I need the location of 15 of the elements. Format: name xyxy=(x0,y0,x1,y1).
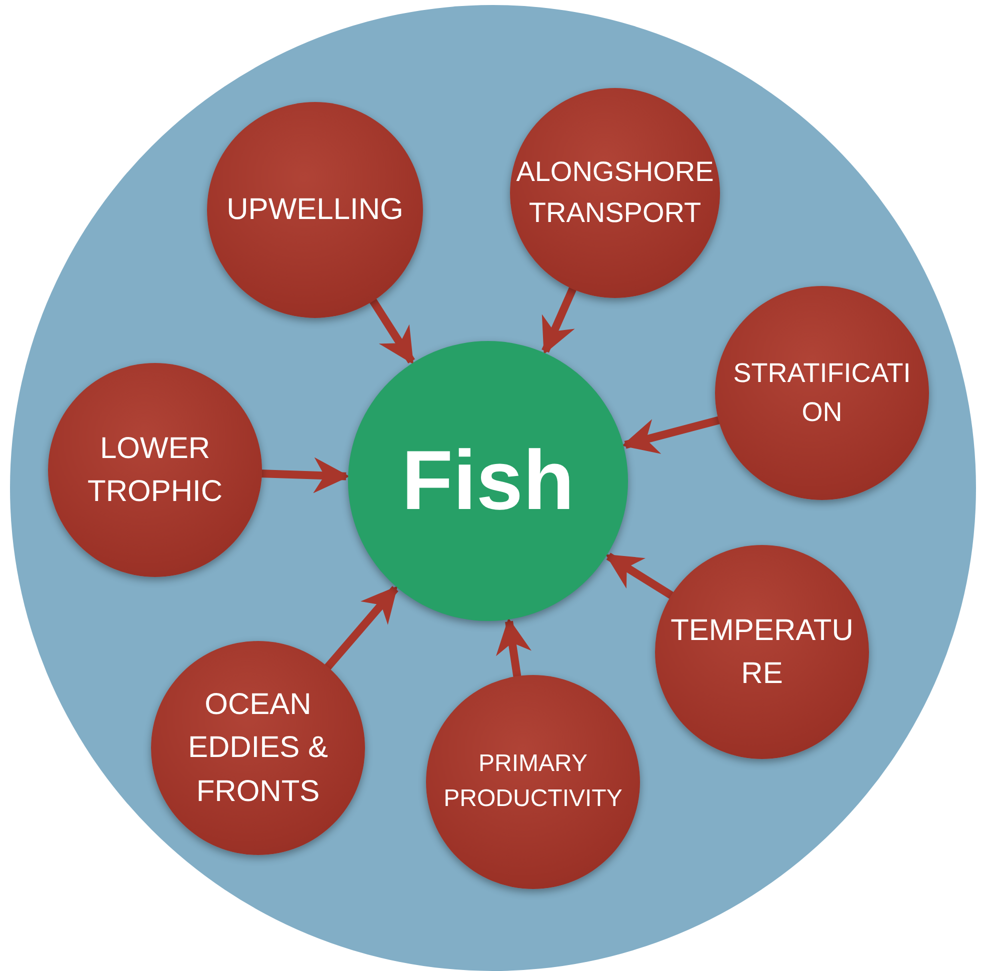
node-label: ALONGSHORE TRANSPORT xyxy=(515,155,715,230)
node-label: OCEAN EDDIES & FRONTS xyxy=(186,686,330,810)
node-label: TEMPERATU RE xyxy=(670,612,854,692)
arrow xyxy=(605,552,676,600)
arrow xyxy=(260,457,350,494)
arrow xyxy=(622,416,722,454)
arrow xyxy=(368,297,415,364)
node-label: LOWER TROPHIC xyxy=(86,430,224,510)
node-label: PRIMARY PRODUCTIVITY xyxy=(442,749,624,814)
node-label: Fish xyxy=(400,432,576,530)
node-label: STRATIFICATI ON xyxy=(732,356,912,429)
arrow xyxy=(542,286,578,354)
arrow xyxy=(324,586,398,672)
node-label: UPWELLING xyxy=(226,192,404,228)
arrow xyxy=(496,618,532,679)
